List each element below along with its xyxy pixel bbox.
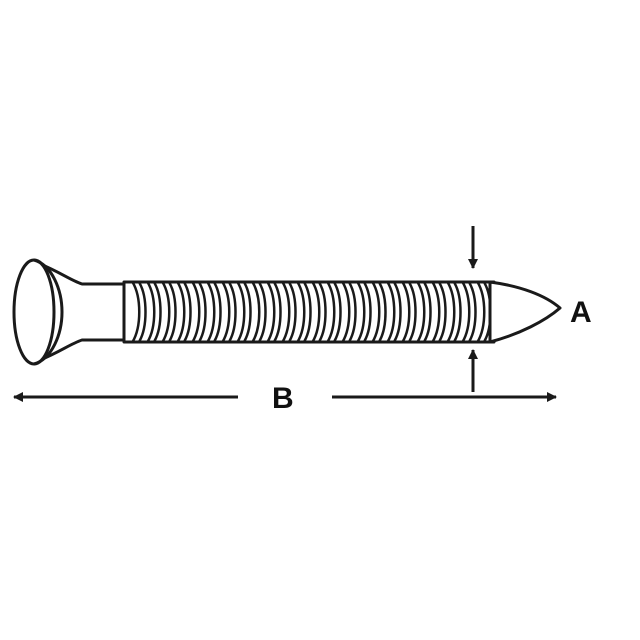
shank-ring: [446, 281, 456, 343]
shank-ring-edge: [378, 282, 387, 342]
shank-ring: [221, 281, 231, 343]
shank-ring-edge: [168, 282, 177, 342]
shank-ring: [431, 281, 441, 343]
shank-ring-edge: [468, 282, 477, 342]
shank-ring-edge: [363, 282, 372, 342]
shank-ring-edge: [408, 282, 417, 342]
shank-ring-edge: [288, 282, 297, 342]
dimension-a-label: A: [570, 296, 592, 329]
shank-ring-edge: [318, 282, 327, 342]
nail-point: [488, 280, 562, 344]
shank-ring: [416, 281, 426, 343]
shank-ring: [161, 281, 171, 343]
shank-ring: [176, 281, 186, 343]
shank-ring-edge: [198, 282, 207, 342]
shank-ring-edge: [153, 282, 162, 342]
shank-ring-edge: [213, 282, 222, 342]
shank-ring-edge: [303, 282, 312, 342]
shank-ring: [191, 281, 201, 343]
shank-ring: [266, 281, 276, 343]
shank-rings: [131, 281, 492, 343]
shank-ring: [311, 281, 321, 343]
shank-ring: [131, 281, 141, 343]
dimension-b-label: B: [272, 382, 294, 415]
shank-ring: [146, 281, 156, 343]
shank-ring: [326, 281, 336, 343]
shank-ring: [251, 281, 261, 343]
shank-ring-edge: [183, 282, 192, 342]
shank-ring: [461, 281, 471, 343]
shank-ring-edge: [228, 282, 237, 342]
nail-head: [12, 258, 56, 366]
shank-ring: [476, 281, 486, 343]
shank-ring-edge: [423, 282, 432, 342]
shank-ring-edge: [348, 282, 357, 342]
nail: [12, 258, 562, 366]
shank-ring-edge: [393, 282, 402, 342]
nail-head-rim: [33, 258, 64, 366]
shank-ring: [296, 281, 306, 343]
shank-ring-edge: [258, 282, 267, 342]
shank-ring-edge: [438, 282, 447, 342]
shank-ring-edge: [333, 282, 342, 342]
shank-ring-edge: [453, 282, 462, 342]
shank-ring: [356, 281, 366, 343]
shank-ring-edge: [138, 282, 147, 342]
shank-ring: [386, 281, 396, 343]
shank-ring: [206, 281, 216, 343]
shank-ring: [281, 281, 291, 343]
shank-ring: [401, 281, 411, 343]
shank-ring: [236, 281, 246, 343]
shank-ring-edge: [273, 282, 282, 342]
shank-ring-edge: [243, 282, 252, 342]
shank-ring: [371, 281, 381, 343]
shank-ring: [341, 281, 351, 343]
